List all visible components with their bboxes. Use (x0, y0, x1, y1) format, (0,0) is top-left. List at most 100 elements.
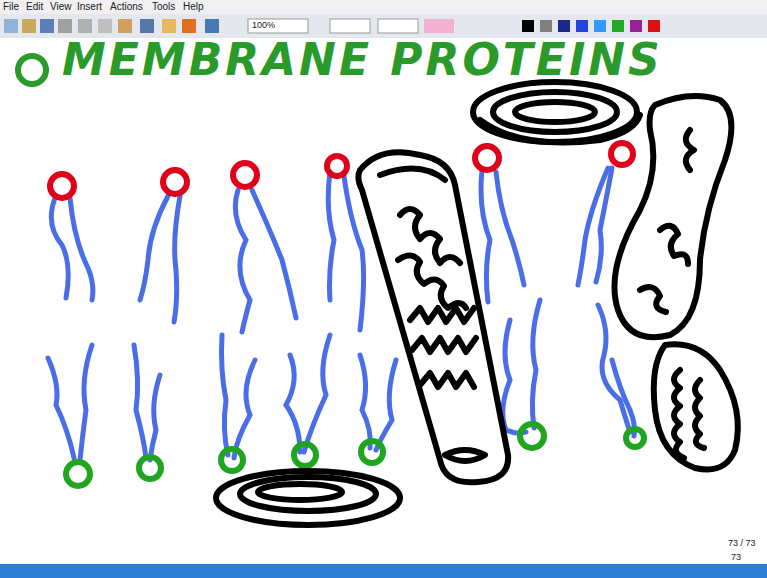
lipid-tail (252, 190, 296, 318)
lipid-tails-upper (51, 168, 612, 332)
tool-icon (118, 19, 132, 33)
lipid-tail (48, 358, 74, 458)
tool-icon (98, 19, 112, 33)
lipid-tail (134, 345, 146, 458)
lipid-tail (578, 168, 608, 285)
zoom-level: 100% (252, 20, 275, 31)
eraser-tool (424, 19, 454, 33)
lipid-tail (140, 196, 168, 300)
alpha-helix (674, 370, 684, 458)
lipid-tail (612, 360, 635, 436)
tool-icon (22, 19, 36, 33)
beta-strand (420, 373, 474, 387)
polar-head (626, 429, 644, 447)
polar-head (163, 170, 187, 194)
lipid-tail (503, 320, 526, 433)
polar-head (294, 444, 316, 466)
color-swatch (540, 20, 552, 32)
polar-head (611, 143, 633, 165)
lipid-tail (304, 335, 330, 452)
page-number: 73 (731, 552, 741, 563)
polar-head (327, 156, 347, 176)
tool-bar (0, 14, 767, 38)
lipid-tail (174, 196, 180, 322)
protein-outline (358, 152, 508, 482)
tool-icon (4, 19, 18, 33)
beta-strand (412, 338, 476, 352)
peripheral-protein-top (473, 82, 640, 143)
protein-outline (445, 450, 485, 461)
color-swatch (522, 20, 534, 32)
tool-icon (162, 19, 176, 33)
menu-bar (0, 0, 767, 14)
lipid-tail (150, 375, 160, 460)
polar-head (233, 163, 257, 187)
menu-item: File (3, 1, 19, 13)
menu-item: Tools (152, 1, 175, 13)
protein-outline (240, 477, 376, 511)
protein-outline (654, 344, 738, 469)
lipid-tail (532, 300, 540, 428)
lipid-tail (286, 355, 300, 452)
polar-head (361, 441, 383, 463)
alpha-helix (398, 255, 466, 308)
pen-tool (330, 19, 370, 33)
bullet-circle (18, 56, 46, 84)
highlighter-tool (378, 19, 418, 33)
lipid-tail (51, 198, 68, 298)
lipid-tail (234, 360, 255, 458)
lipid-tail (70, 198, 93, 300)
polar-head (66, 462, 90, 486)
tool-icon (140, 19, 154, 33)
peripheral-protein-bottom (216, 471, 400, 525)
menu-item: Insert (77, 1, 102, 13)
lipid-tail (235, 190, 250, 332)
tool-icon (182, 19, 196, 33)
page-strip (0, 564, 767, 578)
polar-head (520, 424, 544, 448)
lipid-tail (328, 172, 334, 300)
color-swatch (558, 20, 570, 32)
alpha-helix (686, 130, 694, 170)
page-counter: 73 / 73 (728, 538, 756, 549)
handwritten-title: MEMBRANE PROTEINS (62, 38, 663, 82)
lipid-anchored-protein (614, 96, 737, 470)
lipid-tail (481, 170, 490, 302)
protein-outline (614, 96, 731, 337)
color-swatch (648, 20, 660, 32)
protein-outline (216, 471, 400, 525)
tool-icon (78, 19, 92, 33)
menu-item: Actions (110, 1, 143, 13)
protein-outline (515, 102, 595, 122)
menu-item: Help (183, 1, 204, 13)
lipid-tail (344, 176, 364, 330)
polar-head (221, 449, 243, 471)
lipid-tail (376, 360, 396, 450)
polar-heads-upper (50, 143, 633, 198)
color-swatch (630, 20, 642, 32)
zoom-box (248, 19, 308, 33)
lipid-tail (222, 335, 229, 455)
color-swatch (612, 20, 624, 32)
menu-item: View (50, 1, 72, 13)
protein-outline (480, 115, 640, 143)
lipid-tail (496, 172, 524, 285)
tool-icon (58, 19, 72, 33)
alpha-helix (695, 380, 704, 448)
lipid-tails-lower (48, 300, 635, 460)
polar-head (50, 174, 74, 198)
tool-icon (40, 19, 54, 33)
integral-protein (358, 152, 508, 482)
protein-outline (380, 169, 445, 180)
polar-head (139, 457, 161, 479)
toolbar-icons (4, 19, 660, 33)
tool-icon (205, 19, 219, 33)
color-swatch (576, 20, 588, 32)
polar-head (475, 146, 499, 170)
beta-strand (410, 308, 474, 322)
lipid-tail (360, 355, 370, 448)
menu-item: Edit (26, 1, 43, 13)
alpha-helix (660, 226, 688, 264)
lipid-tail (80, 345, 92, 460)
